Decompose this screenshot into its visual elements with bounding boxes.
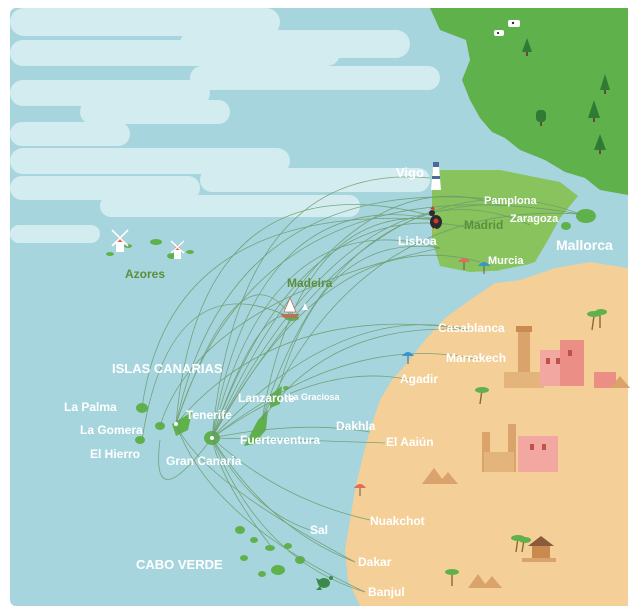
label-fuerteventura: Fuerteventura: [240, 433, 321, 447]
label-murcia: Murcia: [488, 255, 524, 267]
turtle-icon: [316, 576, 333, 590]
label-madeira: Madeira: [287, 276, 333, 290]
cloud-bands: [10, 8, 440, 243]
route-endpoints: [174, 422, 214, 440]
label-zaragoza: Zaragoza: [510, 213, 559, 225]
label-el-aaiun: El Aaiún: [386, 435, 434, 449]
route-lines: [141, 176, 581, 593]
label-vigo: Vigo: [396, 165, 424, 180]
lighthouse-icon: [431, 162, 441, 190]
label-tenerife: Tenerife: [186, 408, 232, 422]
label-marrakech: Marrakech: [446, 351, 507, 365]
label-dakhla: Dakhla: [336, 419, 376, 433]
pyramid-icon: [422, 468, 502, 588]
label-sal: Sal: [310, 523, 329, 537]
umbrella-icon: [354, 258, 490, 496]
label-pamplona: Pamplona: [484, 195, 537, 207]
iberia-land: [432, 170, 578, 272]
label-azores: Azores: [125, 267, 166, 281]
label-la-palma: La Palma: [64, 400, 117, 414]
europe-land: [430, 8, 628, 195]
label-dakar: Dakar: [358, 555, 392, 569]
label-casablanca: Casablanca: [438, 321, 505, 335]
label-madrid: Madrid: [464, 218, 504, 232]
sailboat-icon: [280, 296, 308, 318]
cow-icon: [494, 20, 520, 36]
label-agadir: Agadir: [400, 372, 439, 386]
mediterranean: [495, 258, 628, 283]
palm-tree-icon: [445, 309, 607, 575]
label-la-graciosa: La Graciosa: [288, 392, 340, 402]
rooster-icon: [429, 206, 442, 233]
label-lanzarote: Lanzarote: [238, 391, 295, 405]
label-mallorca: Mallorca: [556, 237, 613, 253]
label-banjul: Banjul: [368, 585, 405, 599]
label-la-gomera: La Gomera: [80, 423, 143, 437]
label-gran-canaria: Gran Canaria: [166, 454, 242, 468]
windmill-icon: [170, 240, 185, 259]
windmill-icon: [111, 229, 129, 252]
label-nuakchot: Nuakchot: [370, 514, 425, 528]
minaret-icon: [482, 424, 558, 472]
label-el-hierro: El Hierro: [90, 447, 141, 461]
label-islas-canarias: ISLAS CANARIAS: [112, 361, 223, 376]
label-lisboa: Lisboa: [398, 234, 437, 248]
tree-icon: [522, 38, 610, 154]
hut-icon: [522, 536, 556, 562]
label-cabo-verde: CABO VERDE: [136, 557, 223, 572]
minaret-icon: [504, 326, 630, 388]
